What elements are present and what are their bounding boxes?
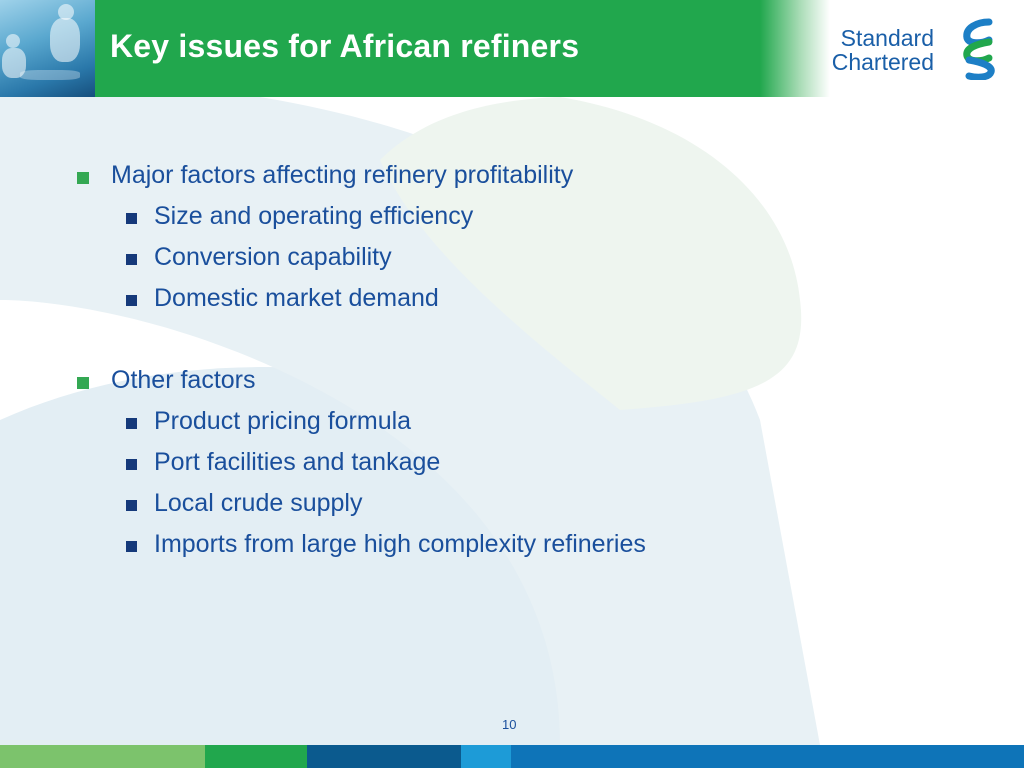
bullet-marker xyxy=(126,459,137,470)
footer-segment xyxy=(205,745,307,768)
footer-segment xyxy=(461,745,511,768)
bullet-marker xyxy=(126,254,137,265)
bullet-level1: Other factors xyxy=(111,366,256,394)
bullet-level2: Conversion capability xyxy=(154,243,392,271)
bullet-level2: Port facilities and tankage xyxy=(154,448,441,476)
bullet-marker xyxy=(126,500,137,511)
bullet-level2: Size and operating efficiency xyxy=(154,202,474,230)
logo-line2: Chartered xyxy=(831,49,934,75)
bullet-level2: Local crude supply xyxy=(154,489,363,517)
logo-wordmark: Standard Chartered xyxy=(832,26,934,74)
footer-segment xyxy=(511,745,1024,768)
bullet-marker xyxy=(77,172,89,184)
bullet-marker xyxy=(126,295,137,306)
footer-color-bar xyxy=(0,745,1024,768)
footer-segment xyxy=(307,745,461,768)
bullet-level2: Imports from large high complexity refin… xyxy=(154,530,646,558)
page-number: 10 xyxy=(502,717,517,732)
bullet-level2: Domestic market demand xyxy=(154,284,439,312)
bullet-level2: Product pricing formula xyxy=(154,407,412,435)
bullet-level1: Major factors affecting refinery profita… xyxy=(111,161,574,189)
bullet-marker xyxy=(77,377,89,389)
logo-line1: Standard xyxy=(840,25,934,51)
bullet-marker xyxy=(126,213,137,224)
slide-title: Key issues for African refiners xyxy=(110,28,580,64)
footer-segment xyxy=(0,745,205,768)
bullet-marker xyxy=(126,541,137,552)
header-photo xyxy=(0,0,95,97)
logo-mark-icon xyxy=(963,18,995,80)
header-bar xyxy=(0,0,1024,97)
bullet-marker xyxy=(126,418,137,429)
standard-chartered-logo: Standard Chartered xyxy=(832,16,1007,80)
